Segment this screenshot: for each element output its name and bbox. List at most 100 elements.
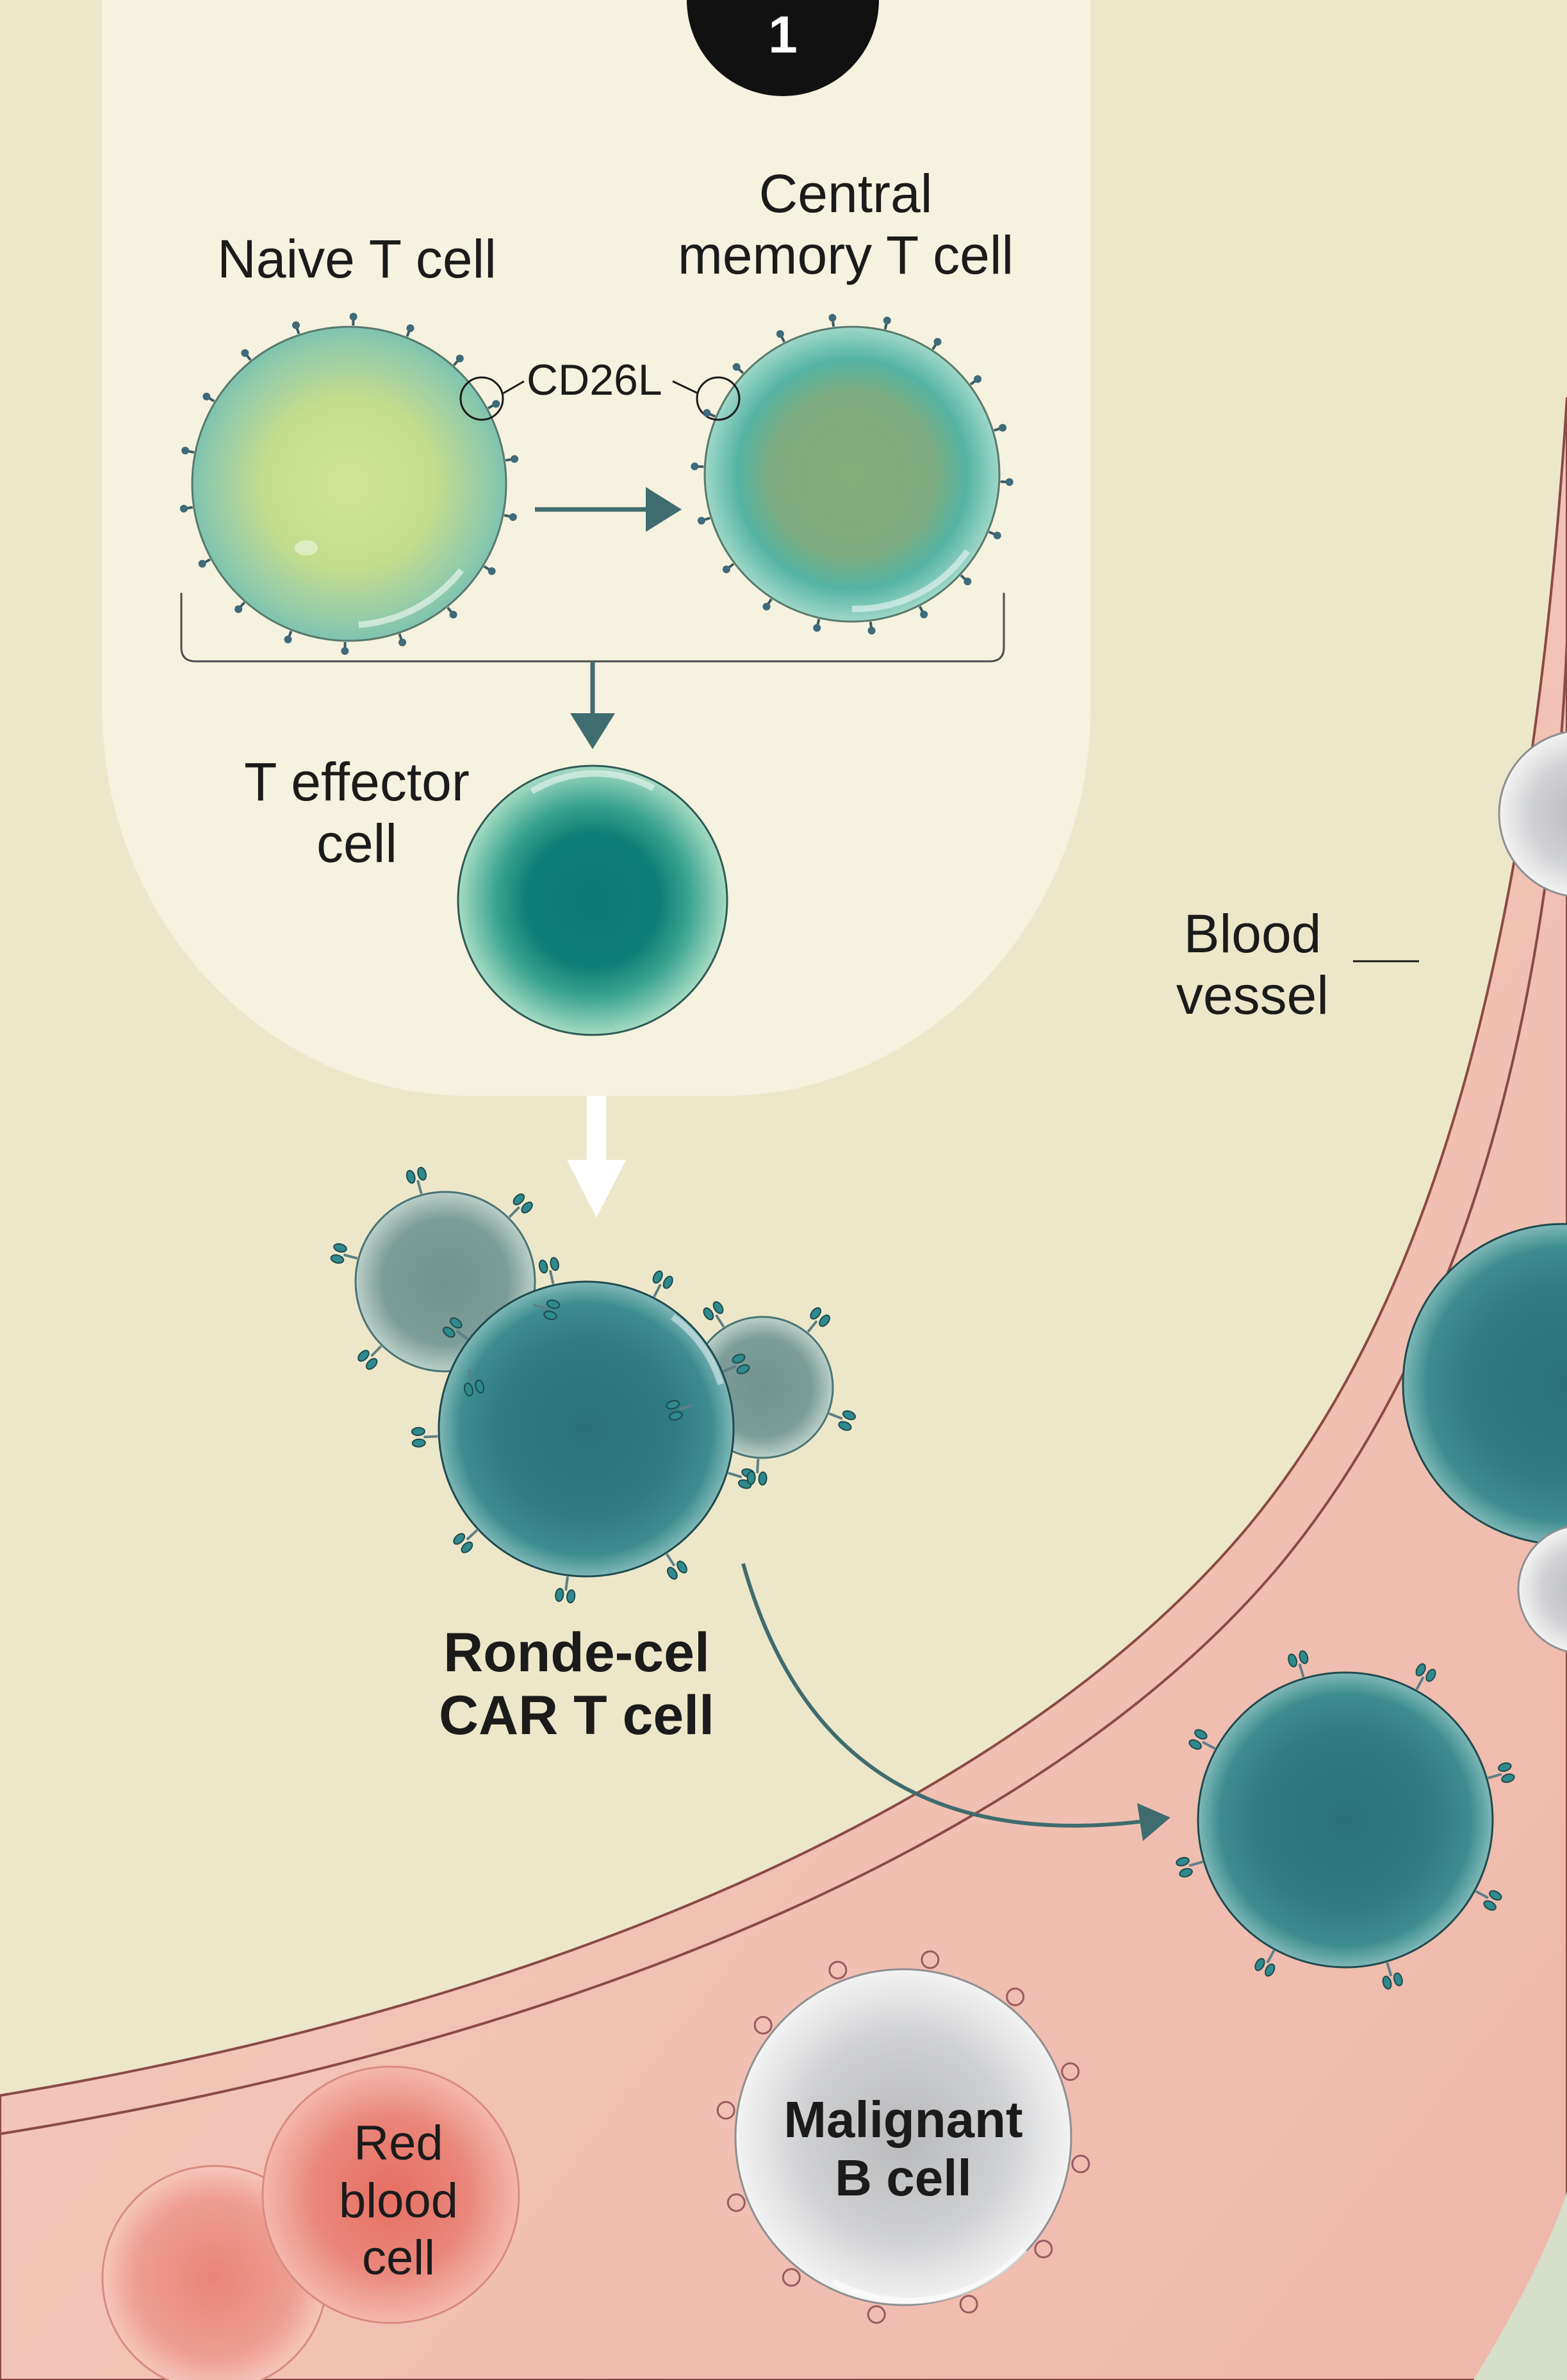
cd26l-receptor-head — [455, 354, 464, 363]
car-receptor-head — [333, 1243, 347, 1253]
b-cell-antigen — [782, 2268, 801, 2287]
label-blood-vessel-line-2: vessel — [1176, 964, 1329, 1025]
car-receptor — [508, 1206, 520, 1218]
cd26l-receptor-head — [181, 447, 190, 455]
car-receptor-head — [842, 1410, 857, 1421]
label-blood-vessel: Blood vessel — [1176, 904, 1329, 1027]
car-receptor — [1266, 1949, 1276, 1963]
cd26l-receptor-head — [703, 409, 711, 417]
label-cd26l: CD26L — [527, 356, 662, 404]
car-receptor-head — [566, 1589, 576, 1604]
car-receptor-head — [550, 1257, 559, 1271]
car-receptor — [1386, 1962, 1393, 1977]
marker-callout-left — [459, 376, 504, 421]
car-receptor-head — [546, 1299, 561, 1309]
car-receptor-head — [1382, 1976, 1392, 1990]
cd26l-receptor-head — [449, 611, 457, 619]
car-receptor-head — [461, 1541, 473, 1553]
label-t-effector-line-1: T effector — [244, 752, 470, 812]
label-central-memory-t-cell: Central memory T cell — [678, 163, 1013, 286]
car-receptor-head — [1254, 1958, 1265, 1971]
cd26l-receptor-head — [828, 313, 837, 322]
car-receptor-head — [666, 1400, 680, 1410]
car-receptor — [370, 1345, 382, 1357]
cd26l-receptor-head — [999, 424, 1007, 432]
car-receptor-head — [464, 1382, 473, 1397]
label-central-memory-line-1: Central — [759, 163, 933, 224]
cd26l-receptor-head — [974, 375, 982, 383]
car-receptor — [564, 1576, 569, 1591]
car-receptor-head — [677, 1560, 687, 1574]
b-cell-edge-middle — [1517, 1526, 1567, 1653]
marker-callout-right — [696, 376, 741, 421]
step-number: 1 — [768, 6, 798, 64]
cd26l-receptor-head — [492, 400, 500, 408]
car-receptor-head — [1288, 1653, 1298, 1667]
cd26l-receptor-head — [867, 627, 876, 635]
cd26l-receptor-head — [920, 610, 928, 618]
car-receptor — [1188, 1860, 1203, 1867]
car-receptor — [532, 1303, 548, 1310]
car-receptor — [653, 1284, 662, 1298]
label-central-memory-line-2: memory T cell — [677, 224, 1014, 285]
label-t-effector-cell: T effector cell — [244, 752, 470, 875]
car-receptor-head — [538, 1259, 548, 1274]
b-cell-antigen — [867, 2305, 886, 2324]
cd26l-receptor-head — [509, 513, 517, 521]
label-car-t-cell: Ronde-cel CAR T cell — [439, 1621, 714, 1747]
cd26l-receptor-head — [284, 635, 292, 643]
label-car-t-line-1: Ronde-cel — [443, 1622, 710, 1683]
label-car-t-line-2: CAR T cell — [438, 1685, 715, 1747]
cd26l-receptor-head — [292, 321, 300, 329]
b-cell-antigen — [716, 2101, 735, 2120]
car-receptor-head — [1501, 1773, 1515, 1783]
car-receptor-head — [703, 1307, 714, 1321]
malignant-b-cell — [734, 1968, 1072, 2306]
car-receptor-head — [736, 1364, 750, 1375]
vessel-inner-wall — [0, 640, 1567, 2135]
car-receptor-head — [543, 1310, 557, 1320]
car-receptor — [666, 1553, 676, 1567]
b-cell-edge-top — [1498, 731, 1567, 897]
cd26l-receptor-head — [933, 338, 942, 346]
car-receptor — [715, 1314, 725, 1328]
car-receptor-head — [1265, 1963, 1276, 1977]
car-receptor-head — [1483, 1900, 1497, 1911]
car-receptor-head — [1299, 1650, 1309, 1664]
car-receptor-head — [1393, 1972, 1403, 1987]
cd26l-receptor-head — [732, 363, 741, 371]
b-cell-antigen — [1006, 1987, 1025, 2006]
car-receptor-head — [475, 1379, 485, 1394]
car-receptor-head — [417, 1166, 427, 1181]
car-receptor-head — [732, 1353, 746, 1364]
surface-receptors — [179, 313, 1515, 2324]
car-receptor-head — [662, 1275, 673, 1289]
label-rbc-line-2: blood — [339, 2173, 458, 2228]
car-receptor-head — [453, 1533, 466, 1545]
car-receptor-head — [449, 1317, 463, 1329]
car-receptor — [468, 1369, 474, 1384]
label-red-blood-cell: Red blood cell — [339, 2115, 458, 2287]
car-receptor-head — [669, 1411, 683, 1421]
car-receptor — [678, 1404, 694, 1410]
car-receptor-head — [810, 1307, 822, 1320]
car-receptor — [1415, 1676, 1425, 1690]
car-receptor-head — [1415, 1663, 1426, 1676]
car-receptor — [728, 1471, 742, 1478]
cd26l-receptor-head — [241, 349, 249, 357]
car-receptor-head — [1188, 1739, 1202, 1750]
car-receptor-head — [443, 1326, 455, 1338]
car-receptor — [756, 1459, 760, 1473]
label-rbc-line-3: cell — [361, 2231, 436, 2286]
car-receptor-head — [758, 1471, 767, 1486]
b-cell-antigen — [1071, 2154, 1090, 2174]
cd26l-receptor-head — [993, 531, 1001, 540]
cd26l-receptor-head — [202, 392, 211, 401]
car-receptor — [423, 1435, 438, 1439]
cd26l-receptor-head — [813, 624, 821, 632]
car-t-cell-in-vessel — [1197, 1671, 1494, 1969]
migration-arrow — [741, 1563, 1170, 1841]
label-blood-vessel-line-1: Blood — [1183, 904, 1322, 964]
